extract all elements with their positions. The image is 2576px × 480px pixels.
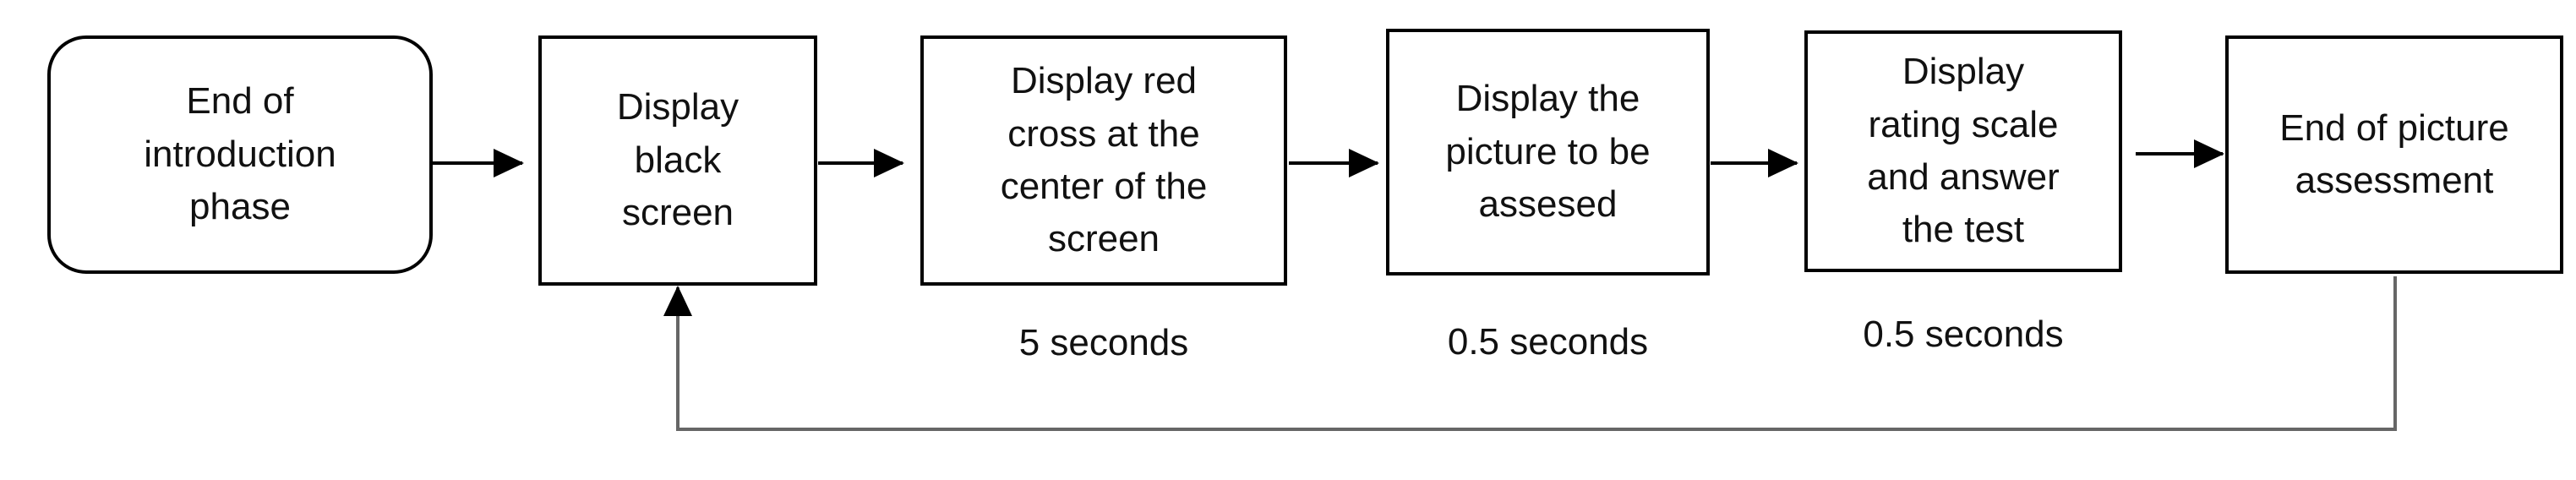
node-display-rating-scale: Display rating scale and answer the test	[1804, 30, 2122, 272]
node-label: End of picture assessment	[2279, 106, 2509, 201]
node-label: End of introduction phase	[144, 80, 336, 228]
node-label: Display rating scale and answer the test	[1867, 51, 2060, 251]
node-label: Display black screen	[616, 86, 740, 234]
node-end-of-picture-assessment: End of picture assessment	[2225, 35, 2563, 274]
node-display-black-screen: Display black screen	[538, 35, 817, 286]
node-label: Display the picture to be assesed	[1445, 78, 1651, 226]
node-label: Display red cross at the center of the s…	[1000, 60, 1208, 260]
duration-label-red-cross: 5 seconds	[1018, 322, 1189, 363]
duration-label-picture: 0.5 seconds	[1447, 321, 1649, 363]
node-end-of-introduction: End of introduction phase	[47, 35, 433, 274]
duration-label-rating-scale: 0.5 seconds	[1863, 314, 2064, 355]
node-display-red-cross: Display red cross at the center of the s…	[920, 35, 1287, 286]
node-display-picture: Display the picture to be assesed	[1386, 29, 1710, 275]
